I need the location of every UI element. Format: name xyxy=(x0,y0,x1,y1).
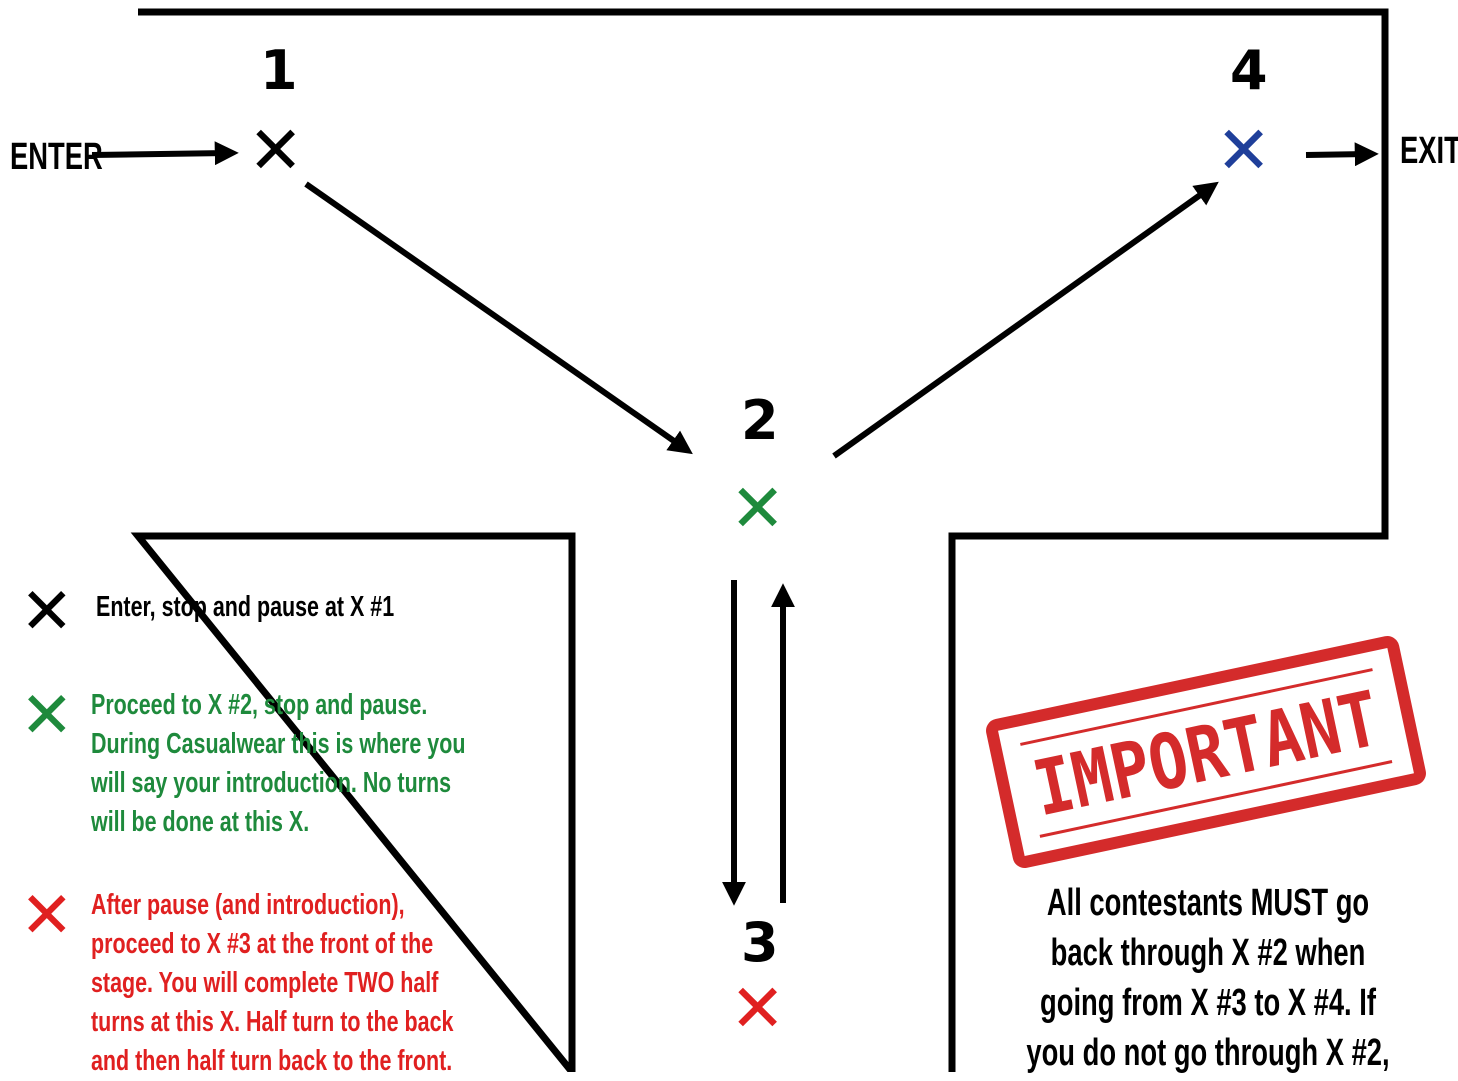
position-1-number: 1 xyxy=(260,39,298,102)
legend-black-x-icon: ✕ xyxy=(20,575,74,649)
legend-red-x-icon: ✕ xyxy=(20,879,74,953)
position-2-x-icon: ✕ xyxy=(730,470,786,547)
legend-item-3-line: turns at this X. Half turn to the back xyxy=(91,1006,454,1038)
position-4-x-icon: ✕ xyxy=(1216,112,1272,189)
enter-label: ENTER xyxy=(10,136,103,178)
legend-item-2-line: will say your introduction. No turns xyxy=(91,767,452,799)
enter-arrow xyxy=(91,141,239,166)
legend-item-2: Proceed to X #2, stop and pause. During … xyxy=(91,686,465,842)
important-note-line: back through X #2 when xyxy=(1050,932,1366,974)
important-note-line: going from X #3 to X #4. If xyxy=(1040,982,1376,1024)
exit-label: EXIT xyxy=(1400,130,1458,172)
position-4-number: 4 xyxy=(1230,39,1268,102)
legend-item-3-line: stage. You will complete TWO half xyxy=(91,967,439,999)
legend-item-2-line: Proceed to X #2, stop and pause. xyxy=(91,689,428,721)
legend-green-x-icon: ✕ xyxy=(20,679,74,753)
position-1-x-icon: ✕ xyxy=(248,112,304,189)
position-3-number: 3 xyxy=(741,911,779,974)
legend-item-2-line: During Casualwear this is where you xyxy=(91,728,466,760)
legend-item-1: Enter, stop and pause at X #1 xyxy=(96,588,394,627)
legend-item-3-line: and then half turn back to the front. xyxy=(91,1045,453,1077)
exit-arrow xyxy=(1305,142,1379,167)
legend-item-3-line: proceed to X #3 at the front of the xyxy=(91,928,434,960)
legend-item-3-line: After pause (and introduction), xyxy=(91,889,405,921)
legend-item-2-line: will be done at this X. xyxy=(91,806,310,838)
legend-item-1-line: Enter, stop and pause at X #1 xyxy=(96,591,395,623)
important-note-line: All contestants MUST go xyxy=(1046,882,1370,924)
arrow-1-to-2 xyxy=(304,181,693,455)
position-3-x-icon: ✕ xyxy=(730,970,786,1047)
arrow-2-to-4 xyxy=(832,181,1219,459)
legend-item-3: After pause (and introduction), proceed … xyxy=(91,886,453,1081)
important-note-line: you do not go through X #2, xyxy=(1026,1032,1390,1074)
important-stamp-text: IMPORTANT xyxy=(1026,674,1387,834)
position-2-number: 2 xyxy=(741,389,779,452)
important-note: All contestants MUST go back through X #… xyxy=(1006,878,1409,1078)
stage-outline xyxy=(130,8,1389,1072)
important-stamp: IMPORTANT xyxy=(986,636,1426,868)
